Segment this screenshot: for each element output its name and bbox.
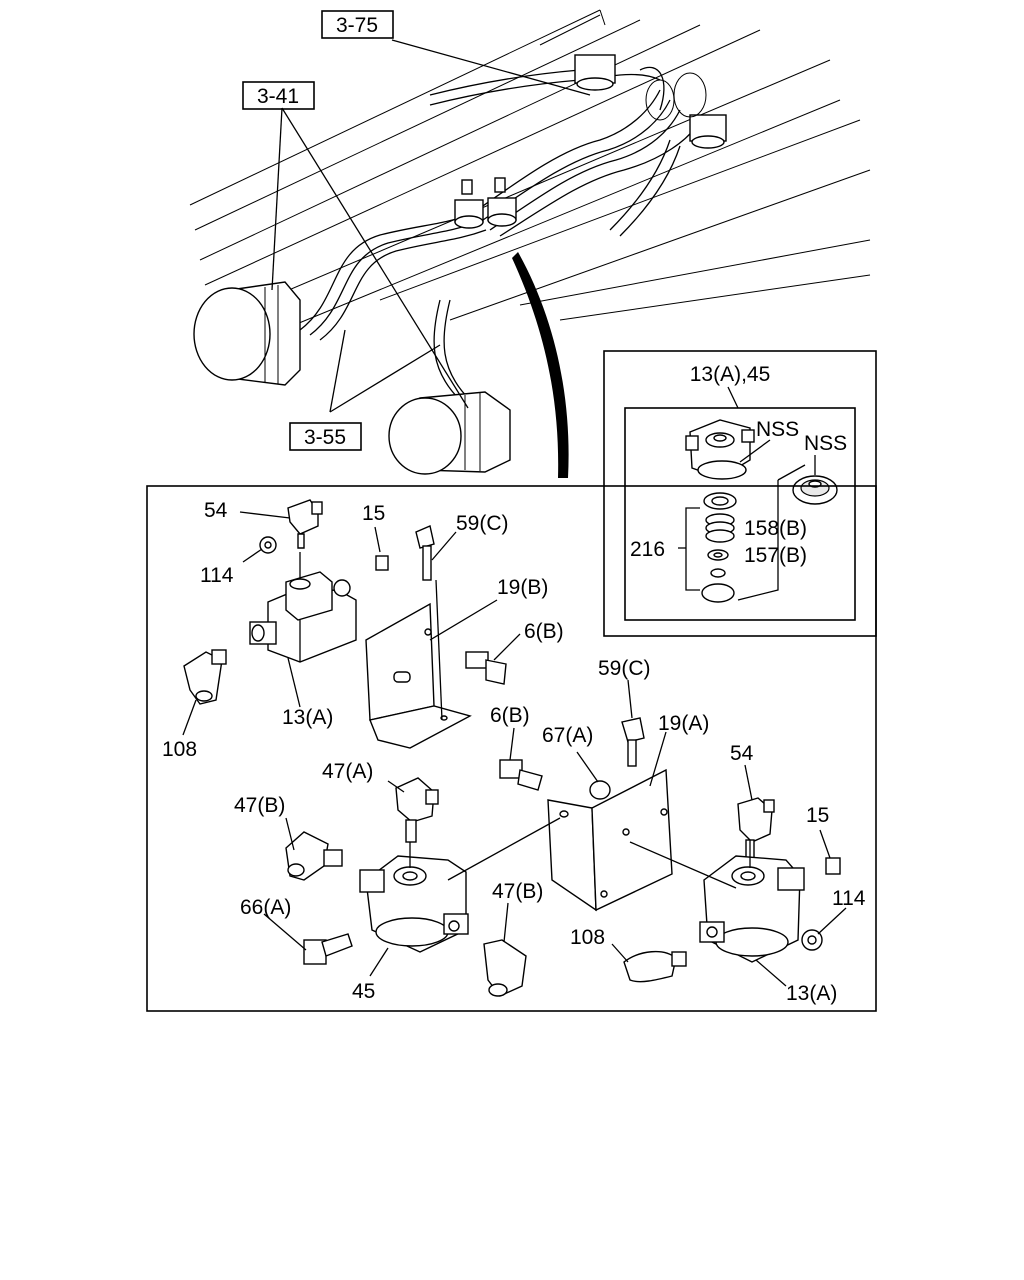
inset-part-158b: 158(B) (744, 517, 807, 540)
label-6b-mid: 6(B) (490, 704, 530, 727)
inset-stack-parts (701, 492, 737, 603)
bracket-19a (547, 768, 673, 912)
label-13a-right: 13(A) (786, 982, 837, 1005)
ref-box-3-41: 3-41 (242, 81, 315, 110)
label-13a-left: 13(A) (282, 706, 333, 729)
left-valve-assembly (183, 499, 389, 705)
label-47a: 47(A) (322, 760, 373, 783)
inset-assembly-label: 13(A),45 (690, 363, 771, 386)
label-54-right: 54 (730, 742, 754, 765)
label-19a: 19(A) (658, 712, 709, 735)
inset-nss-label-1: NSS (756, 418, 799, 441)
label-114-right: 114 (832, 887, 866, 910)
label-108-left: 108 (162, 738, 197, 761)
ref-box-3-55: 3-55 (289, 422, 362, 451)
inset-part-157b: 157(B) (744, 544, 807, 567)
label-67a: 67(A) (542, 724, 593, 747)
detail-frame (146, 485, 877, 1012)
detail-labels: 54 114 15 59(C) 19(B) 6(B) 13(A) 108 59(… (162, 499, 866, 1005)
label-54-left: 54 (204, 499, 228, 522)
label-leaders (182, 511, 847, 987)
detail-pointer-arrow (512, 252, 569, 478)
label-47b-mid: 47(B) (492, 880, 543, 903)
frame-rails (189, 9, 871, 336)
elbow-47b-left (285, 831, 343, 881)
nut-67a (589, 780, 611, 800)
hose-108-right (623, 951, 687, 983)
label-19b: 19(B) (497, 576, 548, 599)
label-15-right: 15 (806, 804, 829, 827)
brake-chamber-right (388, 391, 511, 475)
bolt-59c-left (415, 525, 443, 721)
label-45: 45 (352, 980, 375, 1003)
label-108-right: 108 (570, 926, 605, 949)
label-59c-right: 59(C) (598, 657, 651, 680)
ref-label-3-75: 3-75 (336, 14, 378, 37)
bolt-6b-right (465, 651, 507, 685)
bracket-19b (365, 602, 472, 749)
kit-bracket (678, 464, 806, 601)
bolt-66a (303, 933, 353, 965)
ref-label-3-41: 3-41 (257, 85, 299, 108)
label-47b-left: 47(B) (234, 794, 285, 817)
brake-chamber-left (193, 281, 301, 386)
bolt-59c-right (621, 717, 645, 767)
label-6b-right: 6(B) (524, 620, 564, 643)
ref-box-3-75: 3-75 (321, 10, 394, 39)
label-114-left: 114 (200, 564, 234, 587)
elbow-47b-mid (483, 939, 527, 997)
inset-panel: 13(A),45 NSS NSS (603, 350, 877, 637)
right-valve-assembly (629, 797, 841, 963)
chassis-overview: 3-75 3-41 3-55 (189, 9, 871, 478)
label-15-left: 15 (362, 502, 385, 525)
bolt-6b-mid (499, 759, 543, 791)
inset-valve-body (685, 419, 755, 480)
air-lines (299, 66, 701, 401)
inset-diaphragm (792, 455, 838, 505)
ref-label-3-55: 3-55 (304, 426, 346, 449)
valve-cluster-upper (574, 54, 727, 149)
inset-nss-label-2: NSS (804, 432, 847, 455)
valve-cluster-center (454, 177, 517, 229)
label-59c-left: 59(C) (456, 512, 509, 535)
reference-leaders (271, 39, 591, 413)
valve-45-assembly (359, 777, 561, 953)
inset-kit-216: 216 (630, 538, 665, 561)
label-66a: 66(A) (240, 896, 291, 919)
